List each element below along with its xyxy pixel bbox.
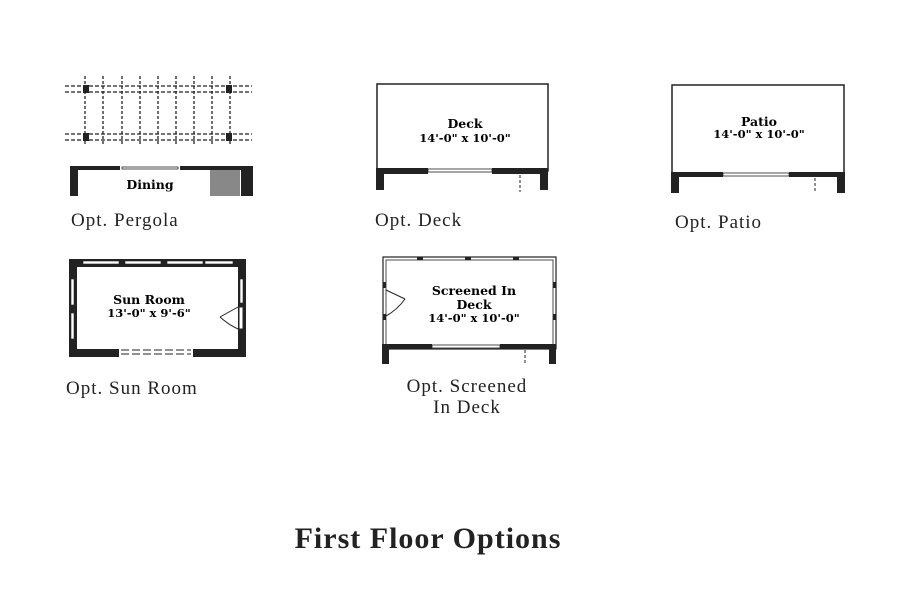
patio-label: Patio: [741, 114, 777, 129]
patio-plan: Patio 14'-0" x 10'-0": [671, 84, 845, 193]
screened-deck-plan: Screened In Deck 14'-0" x 10'-0": [382, 256, 557, 364]
screened-caption-line-1: Opt. Screened: [406, 376, 528, 397]
deck-dims: 14'-0" x 10'-0": [419, 131, 510, 145]
dining-label: Dining: [126, 177, 174, 192]
sunroom-dims: 13'-0" x 9'-6": [107, 306, 190, 320]
deck-house-wall: [376, 168, 548, 190]
screened-dims: 14'-0" x 10'-0": [428, 311, 519, 325]
deck-caption-text: Opt. Deck: [375, 210, 463, 231]
pergola-posts: [83, 85, 232, 141]
screened-house-wall: [382, 344, 556, 364]
sunroom-door-swing: [219, 306, 244, 330]
deck-door: [427, 168, 493, 173]
pergola-caption: Opt. Pergola: [71, 210, 179, 232]
pergola-caption-text: Opt. Pergola: [71, 210, 179, 231]
sunroom-label: Sun Room: [113, 292, 185, 307]
sunroom-plan: Sun Room 13'-0" x 9'-6": [69, 259, 246, 357]
screened-frame-posts: [383, 257, 556, 320]
dining-walls: [70, 166, 253, 196]
patio-dims: 14'-0" x 10'-0": [713, 127, 804, 141]
sunroom-caption-text: Opt. Sun Room: [66, 378, 198, 399]
page-title: First Floor Options: [294, 522, 562, 555]
screened-label-1: Screened In: [432, 283, 516, 298]
screened-caption: Opt. Screened In Deck: [383, 376, 551, 418]
patio-door: [722, 172, 790, 177]
sunroom-windows: [70, 260, 244, 340]
patio-house-wall: [671, 172, 845, 193]
deck-label: Deck: [447, 116, 482, 131]
patio-caption: Opt. Patio: [675, 212, 762, 234]
screened-caption-line-2: In Deck: [433, 397, 501, 418]
deck-caption: Opt. Deck: [375, 210, 462, 232]
pergola-plan: Dining: [65, 76, 253, 196]
patio-caption-text: Opt. Patio: [675, 212, 763, 233]
screened-label-2: Deck: [456, 297, 491, 312]
sunroom-caption: Opt. Sun Room: [66, 378, 198, 400]
pergola-beams: [65, 85, 252, 141]
deck-plan: Deck 14'-0" x 10'-0": [376, 83, 549, 192]
screened-door-swing: [385, 289, 406, 317]
screened-door: [431, 344, 501, 349]
